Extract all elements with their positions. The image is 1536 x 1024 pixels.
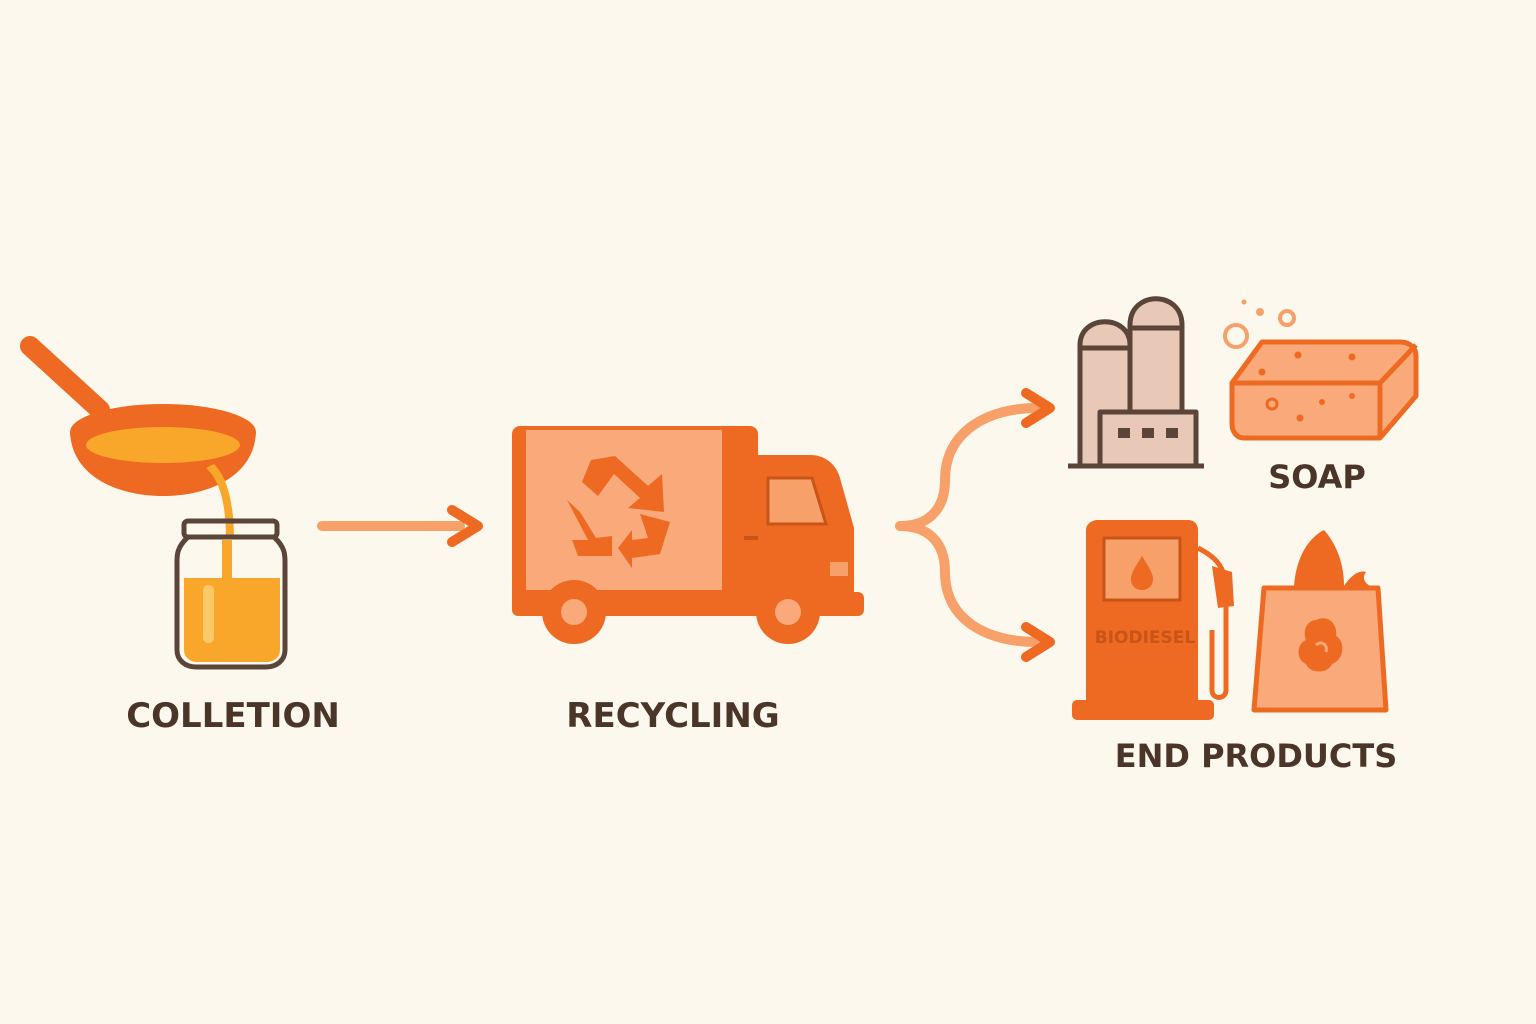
factory-icon (1068, 296, 1204, 469)
arrow-head-bottom (1021, 622, 1055, 662)
recycling-label: RECYCLING (566, 696, 779, 736)
branch-arrows (895, 403, 1041, 647)
soap-label: SOAP (1268, 458, 1366, 496)
end-products-label: END PRODUCTS (1115, 737, 1398, 775)
arrow-head-top (1021, 388, 1055, 428)
fuel-pump-icon: BIODIESEL (1072, 520, 1234, 720)
recycle-icon (567, 456, 670, 568)
fertilizer-bag-icon (1251, 530, 1389, 713)
soap-icon (1223, 299, 1419, 441)
collection-label: COLLETION (126, 696, 340, 736)
arrow-to-recycling (317, 505, 483, 547)
factory-windows (1118, 428, 1178, 438)
truck-icon (512, 426, 864, 644)
frying-pan-icon (20, 336, 256, 496)
biodiesel-label: BIODIESEL (1095, 628, 1196, 648)
jar-icon (174, 518, 288, 670)
